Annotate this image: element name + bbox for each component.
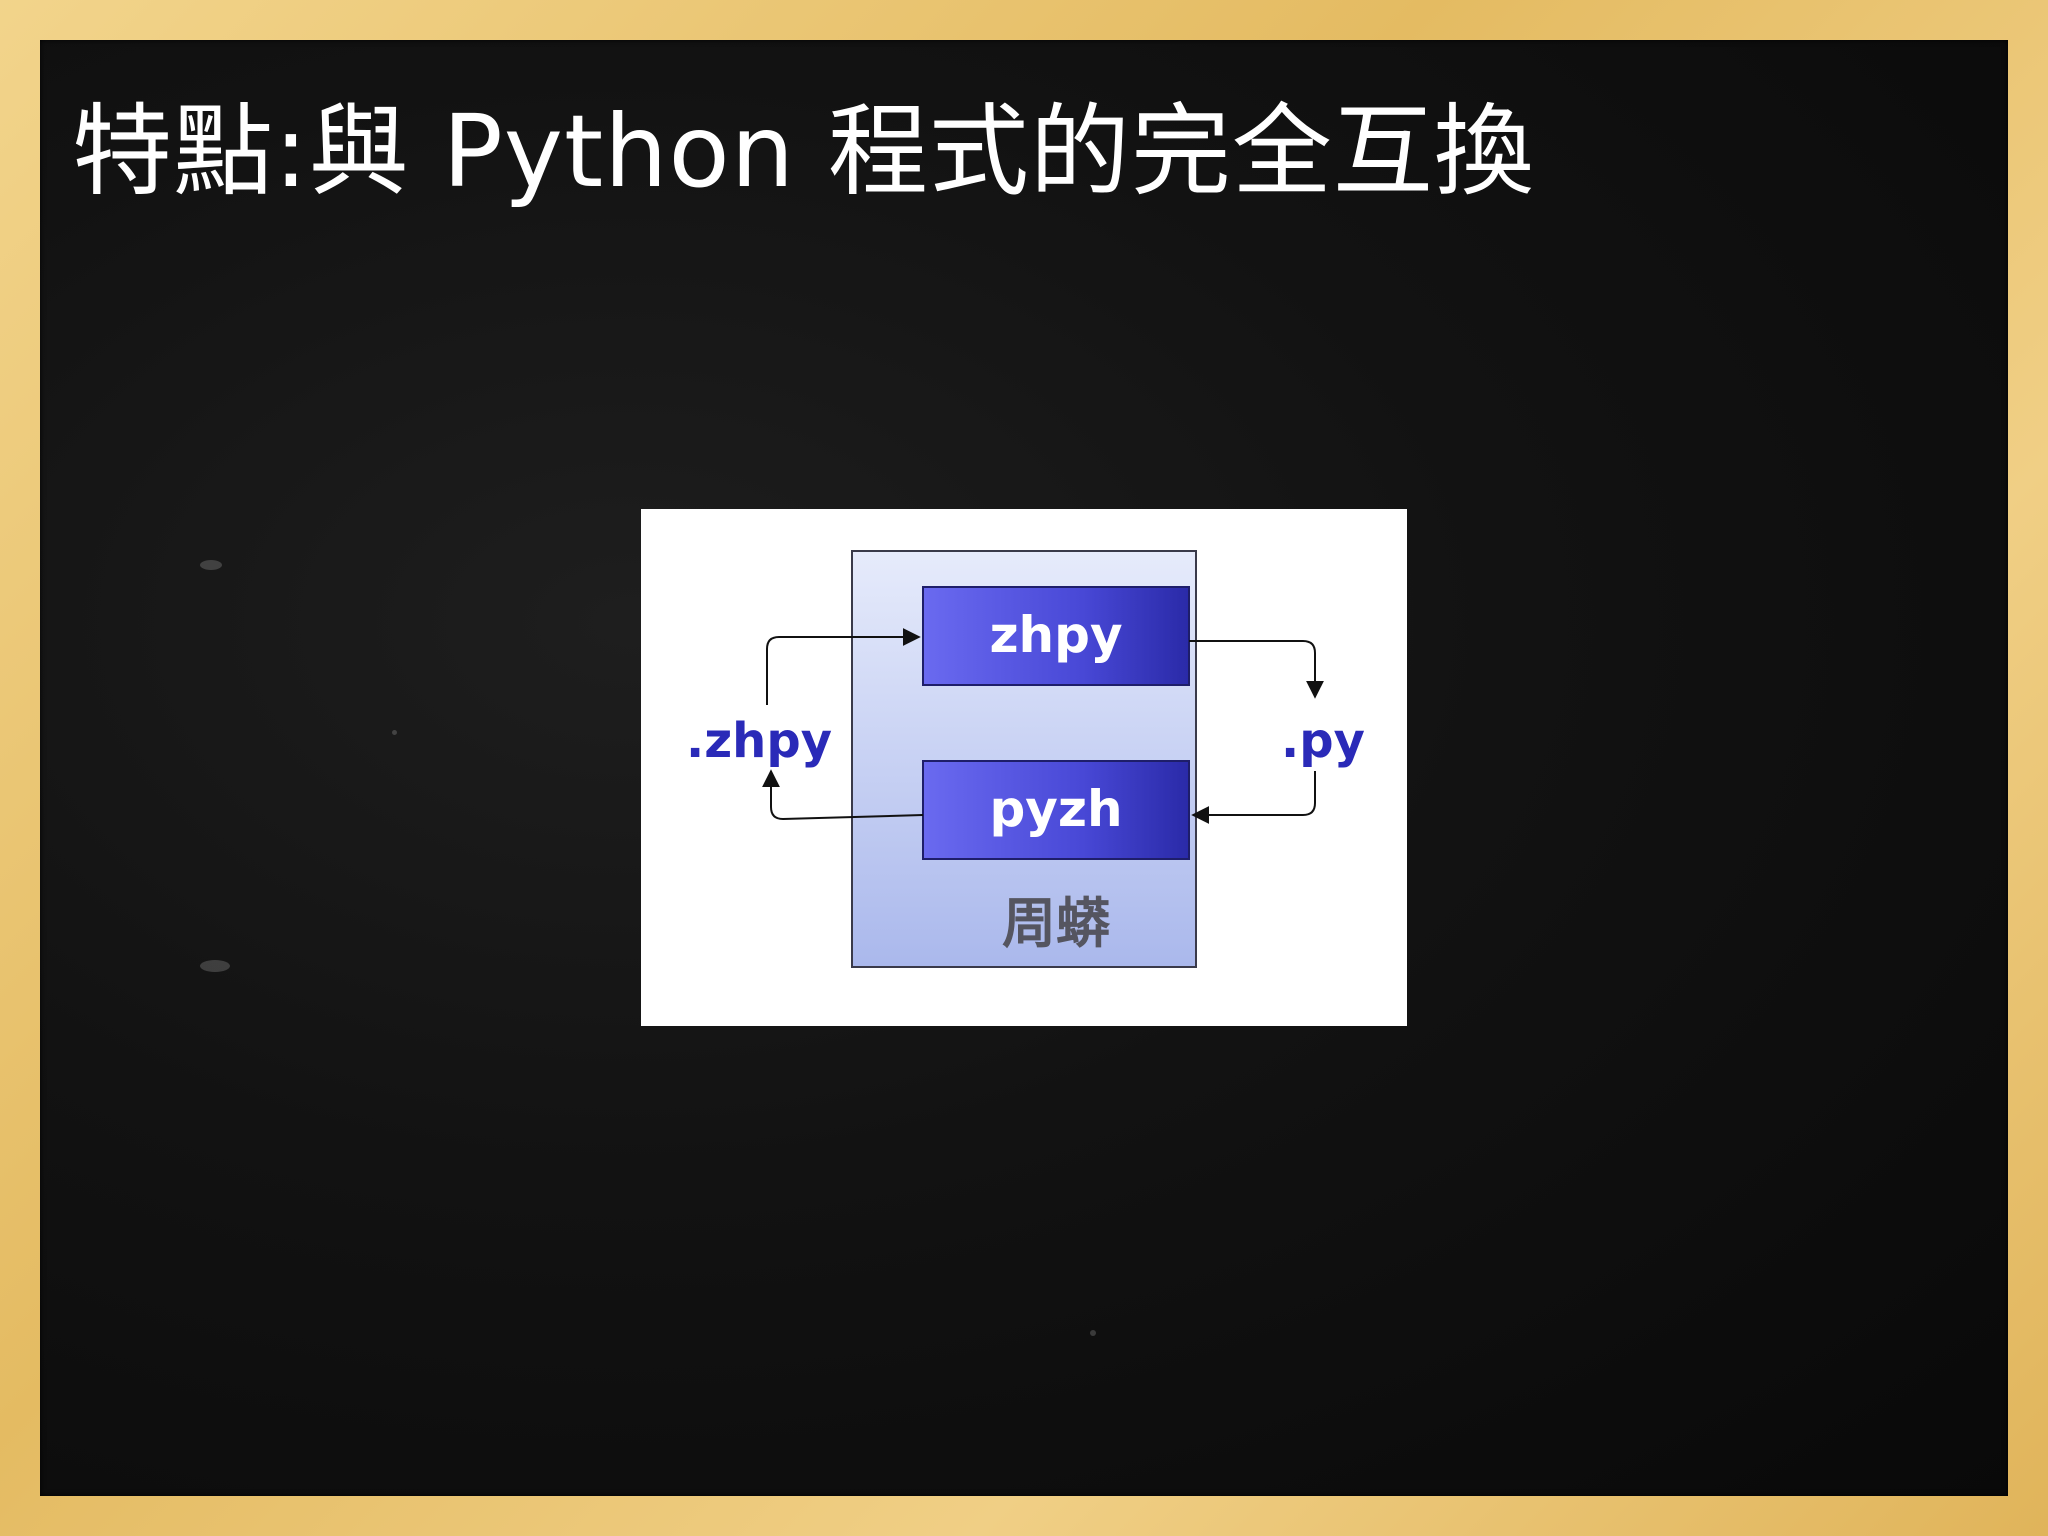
conversion-diagram: zhpy pyzh 周蟒 .zhpy .py	[686, 550, 1365, 968]
zhpy-to-converter-arrow	[766, 628, 921, 705]
slide-title: 特點:與 Python 程式的完全互換	[72, 93, 1535, 210]
zhpy-extension-label: .zhpy	[686, 713, 832, 769]
chalk-speck	[392, 730, 397, 735]
pyzh-converter-box	[922, 760, 1190, 860]
chalk-smudge	[200, 960, 230, 972]
zhoumang-label: 周蟒	[1002, 892, 1111, 955]
converter-to-zhpy-arrow	[762, 769, 924, 821]
pyzh-converter-label: pyzh	[989, 780, 1122, 838]
py-extension-label: .py	[1281, 713, 1365, 769]
zhpy-converter-box	[922, 586, 1190, 686]
converter-to-py-arrow	[1189, 640, 1324, 699]
chalk-speck	[1090, 1330, 1096, 1336]
py-to-converter-arrow	[1191, 771, 1316, 824]
zhpy-converter-label: zhpy	[989, 606, 1122, 664]
chalk-smudge	[200, 560, 222, 570]
diagram-image: zhpy pyzh 周蟒 .zhpy .py	[641, 509, 1407, 1026]
